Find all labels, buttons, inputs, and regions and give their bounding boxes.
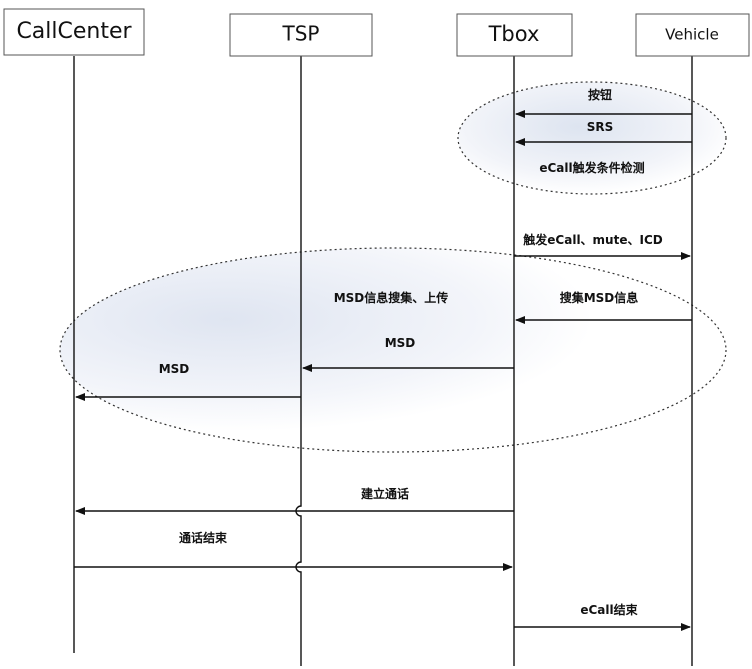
participant-tbox: Tbox	[456, 13, 573, 57]
message-label-call-end: 通话结束	[179, 530, 228, 545]
trigger-group-ellipse	[457, 81, 727, 195]
msd-group-label: MSD信息搜集、上传	[334, 290, 449, 305]
message-label-srs: SRS	[587, 120, 614, 134]
message-label-msd-to-callcenter: MSD	[159, 362, 190, 376]
participant-vehicle-label: Vehicle	[665, 26, 719, 44]
message-label-ecall-end: eCall结束	[580, 602, 638, 617]
msd-group-ellipse	[59, 247, 727, 453]
trigger-group-label: eCall触发条件检测	[539, 160, 644, 175]
participant-tsp: TSP	[229, 13, 373, 57]
participant-vehicle: Vehicle	[635, 13, 750, 57]
message-label-button: 按钮	[588, 87, 612, 102]
message-label-msd-to-tsp: MSD	[385, 336, 416, 350]
message-label-collect-msd: 搜集MSD信息	[560, 290, 639, 305]
participant-callcenter: CallCenter	[3, 8, 145, 56]
message-label-establish-call: 建立通话	[360, 486, 409, 501]
participant-callcenter-label: CallCenter	[16, 19, 132, 44]
participant-tsp-label: TSP	[282, 22, 320, 46]
message-label-trigger-ecall: 触发eCall、mute、ICD	[523, 232, 662, 247]
participant-tbox-label: Tbox	[488, 22, 540, 46]
tsp-lifeline	[295, 56, 302, 666]
